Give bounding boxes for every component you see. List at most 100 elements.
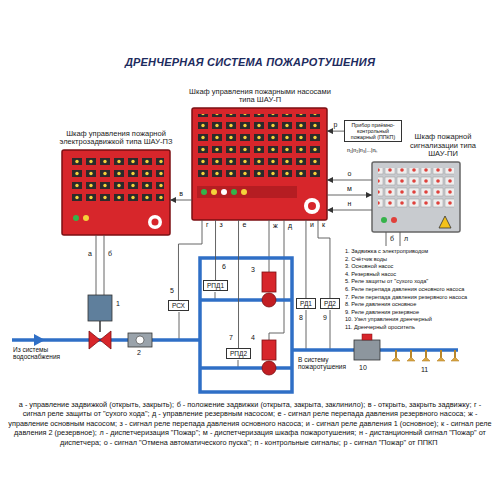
- button: [201, 189, 207, 195]
- signal-letter: р: [333, 121, 339, 129]
- signal-wire: [215, 220, 216, 280]
- label-holder: б: [389, 235, 395, 243]
- button: [381, 217, 387, 223]
- pump-control-cabinet: Шкаф управления пожарными насосами типа …: [192, 108, 327, 220]
- label-holder: 10: [358, 364, 368, 372]
- label-holder: 6: [221, 263, 227, 271]
- callout-number: 4: [250, 334, 256, 342]
- label-holder: 7: [228, 334, 234, 342]
- signal-letter: г: [205, 221, 210, 229]
- sprinkler-deflector: [392, 357, 400, 361]
- indicator-panel: [378, 168, 454, 208]
- device-label: Прибор приёмно-контрольный пожарный (ППК…: [348, 122, 398, 140]
- signal-letter: в: [178, 190, 184, 198]
- device-label: РСХ: [172, 302, 185, 309]
- signal-letter: з: [219, 221, 224, 229]
- callout-number: 2: [136, 349, 142, 357]
- signal-wire: [327, 131, 344, 132]
- pump-motor: [262, 272, 276, 292]
- signal-letter: б: [107, 250, 113, 258]
- cabinet-body: [372, 162, 460, 232]
- wire: [386, 232, 387, 246]
- part-list-item: 9. Реле давления резервное: [345, 309, 490, 317]
- part-list-item: 7. Реле перепада давления резервного нас…: [345, 294, 490, 302]
- relay-box: РД2: [320, 298, 340, 309]
- signal-wire: [305, 220, 306, 298]
- pump-casing: [262, 293, 276, 307]
- signal-letter: п₁|п₂|п₃|...|пₙ: [346, 147, 378, 153]
- signal-letter: и: [309, 221, 315, 229]
- signal-explanation: а - управление задвижкой (открыть, закры…: [19, 400, 174, 409]
- device-label: РД2: [324, 300, 336, 307]
- indicator-panel: [68, 156, 164, 204]
- label-holder: п₁|п₂|п₃|...|пₙ: [346, 147, 378, 153]
- logo: [304, 198, 320, 214]
- label-holder: 3: [250, 266, 256, 274]
- indicator-panel: [197, 114, 322, 182]
- edge-label-holder: и: [309, 221, 315, 229]
- label-holder: 9: [322, 314, 328, 322]
- edge-label-holder: з: [219, 221, 224, 229]
- button: [83, 215, 89, 221]
- valve-stem: [99, 321, 101, 332]
- button: [211, 189, 217, 195]
- relay-box: РД1: [296, 298, 316, 309]
- drencher-valve: [354, 340, 380, 360]
- relay-box: РПД2: [226, 348, 251, 359]
- part-list-item: 4. Резервный насос: [345, 271, 490, 279]
- alarm-cabinet: Шкаф пожарной сигнализации типа ШАУ-ПИ: [372, 162, 460, 232]
- signal-explanation: з - сигнал реле перепада давления основн…: [120, 419, 304, 428]
- signal-explanation: е - сигнал реле перепада давления резерв…: [278, 409, 466, 418]
- valve-control-cabinet: Шкаф управления пожарной электрозадвижко…: [62, 150, 170, 235]
- warning-sign: [439, 216, 451, 228]
- part-list-item: 2. Счётчик воды: [345, 256, 490, 264]
- button: [391, 217, 397, 223]
- callout-number: 6: [221, 263, 227, 271]
- flow-arrow: [34, 334, 45, 346]
- label-holder: 8: [298, 314, 304, 322]
- edge-label-holder: р: [333, 121, 339, 129]
- button: [221, 189, 227, 195]
- relay-box: РСХ: [168, 300, 189, 311]
- part-list-item: 1. Задвижка с электроприводом: [345, 248, 490, 256]
- edge-label-holder: е: [242, 221, 248, 229]
- signal-letter: н: [347, 200, 353, 208]
- wire: [400, 232, 401, 246]
- signal-letter: л: [403, 235, 409, 243]
- relay-box: РПД1: [203, 280, 228, 291]
- signal-letter: д: [287, 222, 293, 230]
- signal-wire: [170, 200, 192, 201]
- signal-explanation: п - контрольные сигналы;: [254, 438, 341, 447]
- signal-wire: [327, 180, 372, 181]
- signal-wire: [318, 220, 330, 298]
- sensor-stem: [306, 310, 307, 350]
- callout-number: 3: [250, 266, 256, 274]
- meter-dial: [136, 336, 144, 344]
- wire: [269, 220, 270, 272]
- part-list-item: 6. Реле перепада давления основного насо…: [345, 286, 490, 294]
- signal-explanation: л - диспетчеризация "Пожар";: [99, 428, 200, 437]
- pump-motor: [262, 340, 276, 360]
- signal-explanation: р - сигнал "Пожар" от ППКП: [343, 438, 437, 447]
- cabinet-body: [62, 150, 170, 235]
- pump-pipe: [200, 366, 292, 370]
- label-holder: В систему пожаротушения: [297, 356, 349, 370]
- button: [73, 215, 79, 221]
- signal-notes: а - управление задвижкой (открыть, закры…: [8, 400, 492, 447]
- signal-explanation: о - сигнал "Отмена автоматического пуска…: [104, 438, 252, 447]
- flow-note: В систему пожаротушения: [297, 356, 349, 370]
- signal-explanation: д - управление резервным насосом;: [152, 409, 275, 418]
- part-list-item: 5. Реле защиты от "сухого хода": [345, 278, 490, 286]
- edge-label-holder: о: [347, 170, 353, 178]
- callout-number: 11: [420, 366, 429, 374]
- sensor-stem: [330, 310, 331, 350]
- signal-letter: м: [346, 185, 353, 193]
- cabinet-heading: Шкаф управления пожарной электрозадвижко…: [46, 130, 186, 147]
- water-meter: [128, 333, 152, 347]
- title-holder: ДРЕНЧЕРНАЯ СИСТЕМА ПОЖАРОТУШЕНИЯ: [0, 56, 500, 68]
- fire-control-panel: Прибор приёмно-контрольный пожарный (ППК…: [344, 120, 402, 142]
- label-holder: а: [87, 250, 93, 258]
- callout-number: 1: [115, 300, 121, 308]
- device-label: РД1: [300, 300, 312, 307]
